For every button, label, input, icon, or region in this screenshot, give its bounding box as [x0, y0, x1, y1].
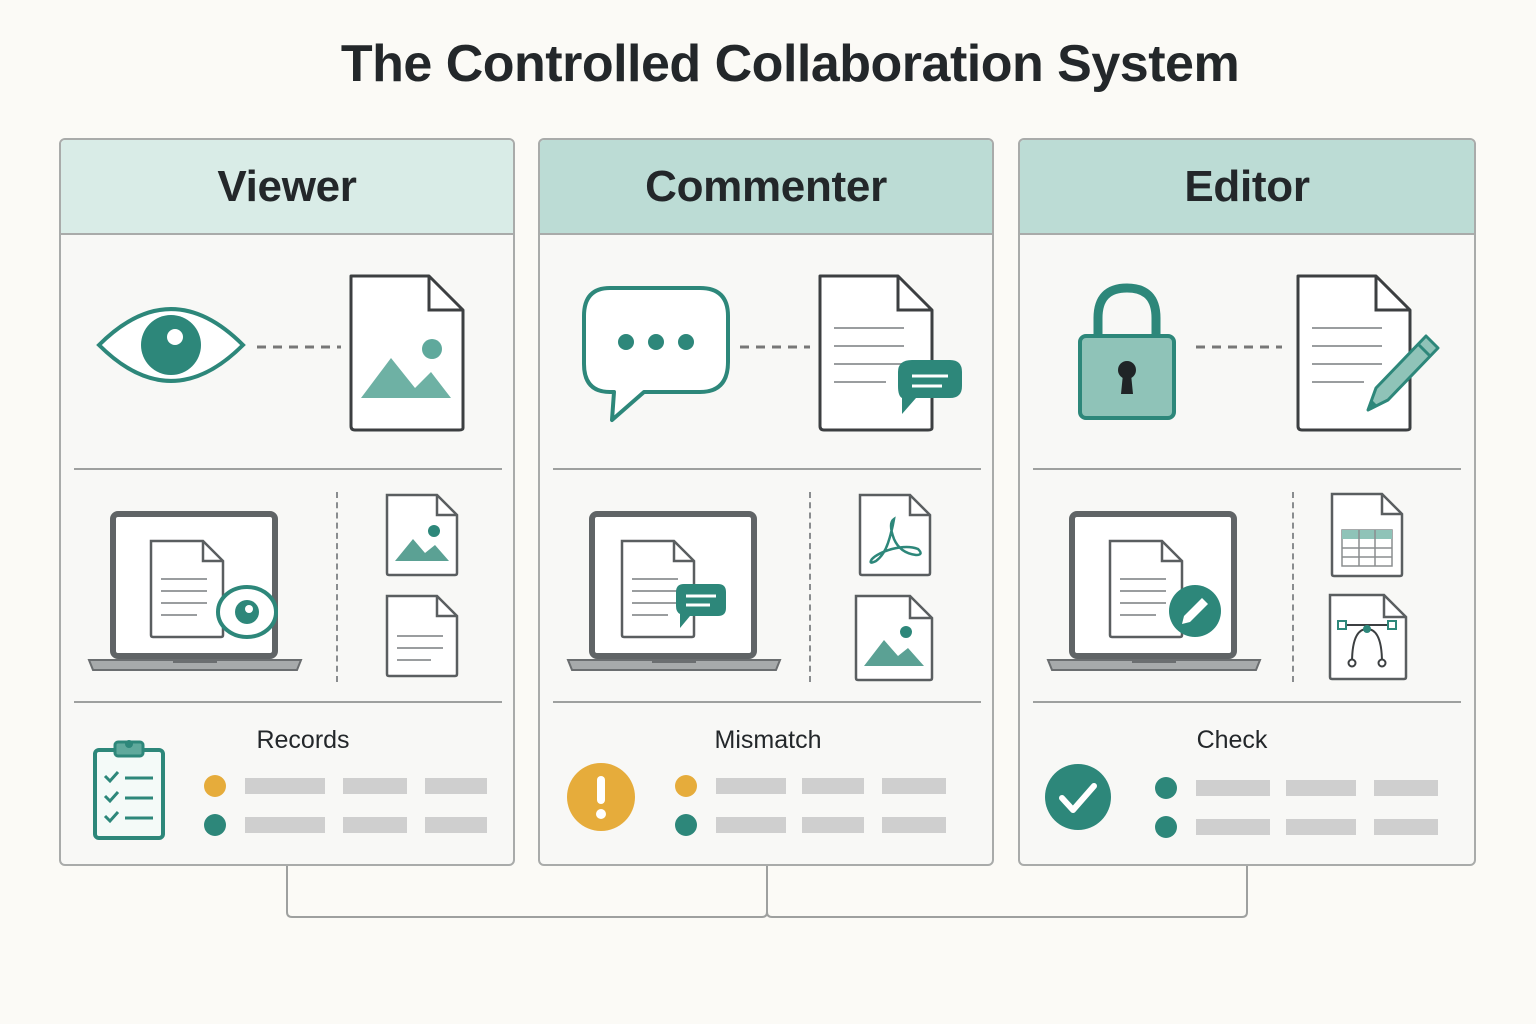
panel-header-editor: Editor	[1020, 140, 1474, 235]
divider	[553, 701, 981, 703]
divider	[74, 468, 502, 470]
divider	[553, 468, 981, 470]
panel-commenter: Commenter	[538, 138, 994, 866]
eye-icon	[96, 307, 246, 383]
text-file-icon	[385, 594, 459, 678]
divider	[1033, 468, 1461, 470]
document-comment-icon	[818, 274, 962, 432]
spreadsheet-file-icon	[1330, 492, 1404, 578]
placeholder-rows	[1155, 777, 1438, 838]
panel-header-viewer: Viewer	[61, 140, 513, 235]
divider	[74, 701, 502, 703]
placeholder-rows	[675, 775, 946, 836]
section-label: Records	[256, 726, 350, 754]
warning-icon	[567, 763, 635, 831]
panel-viewer: Viewer	[59, 138, 515, 866]
dashed-connector	[1196, 345, 1282, 349]
clipboard-checklist-icon	[93, 740, 165, 840]
panel-editor: Editor	[1018, 138, 1476, 866]
dashed-divider	[809, 492, 811, 682]
image-document-icon	[349, 274, 465, 432]
bracket-connector	[286, 866, 1248, 918]
placeholder-rows	[204, 775, 487, 836]
dashed-connector	[257, 345, 341, 349]
document-icon	[1108, 539, 1184, 639]
divider	[1033, 701, 1461, 703]
edit-badge-icon	[1169, 585, 1221, 637]
vector-file-icon	[1328, 593, 1408, 681]
document-icon	[620, 539, 696, 639]
document-icon	[149, 539, 225, 639]
page-title: The Controlled Collaboration System	[340, 35, 1240, 93]
section-label: Mismatch	[714, 726, 822, 754]
section-label: Check	[1196, 726, 1268, 754]
dashed-divider	[336, 492, 338, 682]
chat-bubble-icon	[582, 286, 730, 422]
check-circle-icon	[1045, 764, 1111, 830]
panel-header-commenter: Commenter	[540, 140, 992, 235]
eye-badge-icon	[216, 585, 278, 639]
dashed-connector	[740, 345, 810, 349]
comment-badge-icon	[676, 584, 726, 628]
image-file-icon	[385, 493, 459, 577]
pdf-file-icon	[858, 493, 932, 577]
image-file-icon	[854, 594, 934, 682]
document-edit-icon	[1296, 274, 1440, 432]
dashed-divider	[1292, 492, 1294, 682]
lock-icon	[1078, 283, 1176, 420]
